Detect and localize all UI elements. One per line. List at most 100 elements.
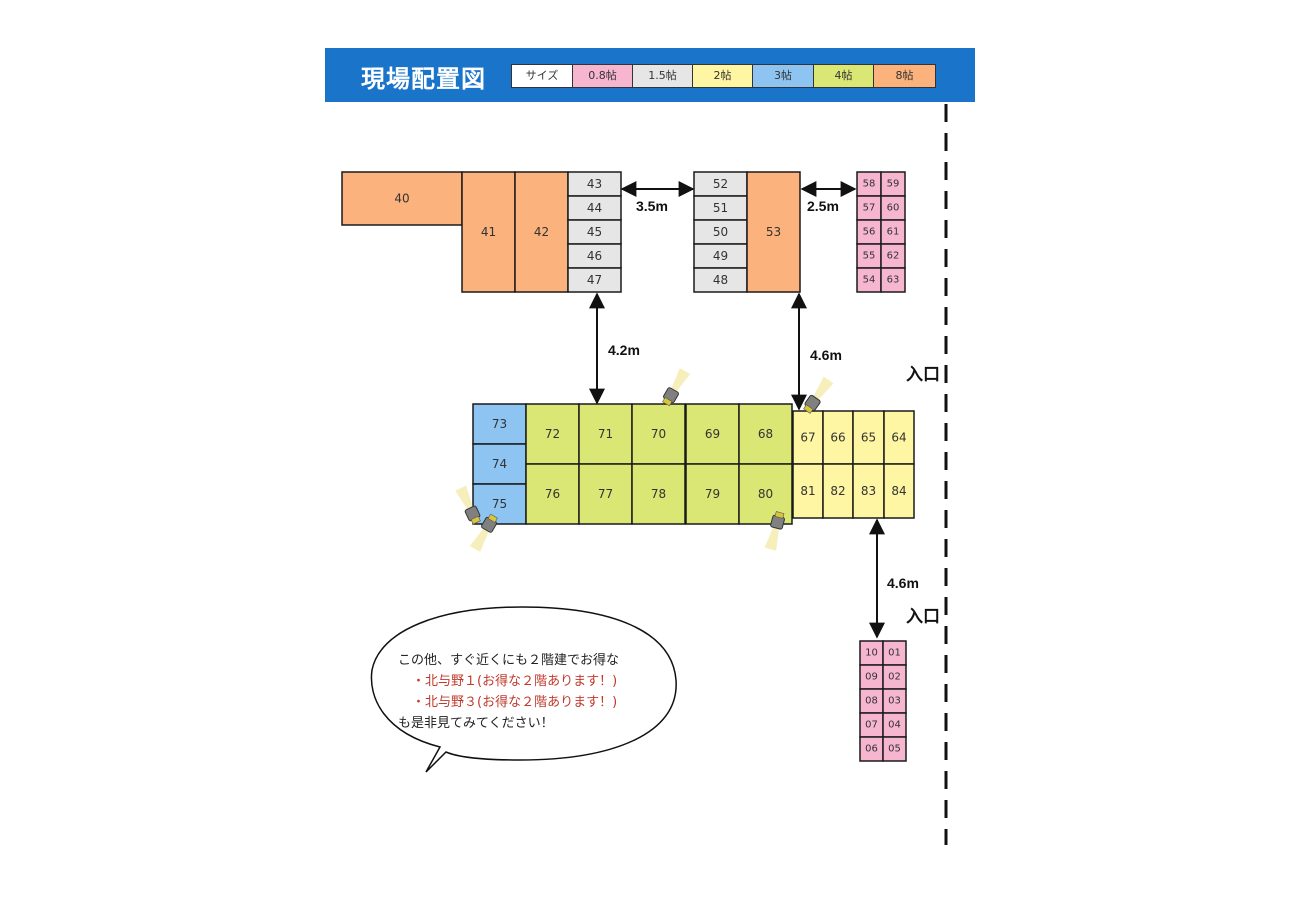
storage-unit-06[interactable]: 06: [859, 736, 884, 762]
note-line-3: ・北与野３(お得な２階あります！): [412, 695, 618, 710]
storage-unit-55[interactable]: 55: [856, 243, 882, 269]
storage-unit-62[interactable]: 62: [880, 243, 906, 269]
storage-unit-label: 44: [587, 201, 602, 215]
storage-unit-82[interactable]: 82: [822, 463, 854, 519]
storage-unit-label: 80: [758, 487, 773, 501]
storage-unit-54[interactable]: 54: [856, 267, 882, 293]
storage-unit-label: 53: [766, 225, 781, 239]
storage-unit-66[interactable]: 66: [822, 410, 854, 465]
storage-unit-03[interactable]: 03: [882, 688, 907, 714]
storage-unit-label: 61: [887, 227, 900, 238]
storage-unit-label: 79: [705, 487, 720, 501]
storage-unit-box: [472, 483, 527, 525]
storage-unit-81[interactable]: 81: [792, 463, 824, 519]
legend-8: 8帖: [874, 65, 935, 87]
storage-unit-label: 06: [865, 744, 878, 755]
storage-unit-59[interactable]: 59: [880, 171, 906, 197]
spotlight-icon: [660, 367, 691, 408]
storage-unit-label: 57: [863, 203, 876, 214]
spotlight-icon: [801, 376, 835, 416]
storage-unit-label: 65: [861, 431, 876, 445]
storage-unit-58[interactable]: 58: [856, 171, 882, 197]
entrance-label-upper: 入口: [906, 365, 940, 385]
storage-unit-52[interactable]: 52: [693, 171, 748, 197]
storage-unit-box: [792, 463, 824, 519]
storage-unit-42[interactable]: 42: [514, 171, 569, 293]
storage-unit-05[interactable]: 05: [882, 736, 907, 762]
storage-unit-label: 66: [830, 431, 845, 445]
storage-unit-75[interactable]: 75: [472, 483, 527, 525]
storage-unit-60[interactable]: 60: [880, 195, 906, 221]
storage-unit-68[interactable]: 68: [738, 403, 793, 465]
storage-unit-70[interactable]: 70: [631, 403, 686, 465]
storage-unit-67[interactable]: 67: [792, 410, 824, 465]
storage-unit-label: 72: [545, 427, 560, 441]
storage-unit-label: 49: [713, 249, 728, 263]
storage-unit-77[interactable]: 77: [578, 463, 633, 525]
dimension-label-4-6-upper: 4.6m: [810, 347, 842, 363]
storage-unit-box: [578, 463, 633, 525]
storage-unit-41[interactable]: 41: [461, 171, 516, 293]
storage-unit-56[interactable]: 56: [856, 219, 882, 245]
storage-unit-box: [685, 463, 740, 525]
page-title: 現場配置図: [361, 65, 486, 93]
storage-unit-48[interactable]: 48: [693, 267, 748, 293]
storage-unit-label: 03: [888, 696, 901, 707]
legend-2: 2帖: [693, 65, 753, 87]
storage-unit-label: 54: [863, 275, 876, 286]
storage-unit-65[interactable]: 65: [852, 410, 885, 465]
header-bar: 現場配置図 サイズ 0.8帖 1.5帖 2帖 3帖 4帖 8帖: [325, 48, 975, 102]
storage-unit-label: 67: [800, 431, 815, 445]
storage-unit-74[interactable]: 74: [472, 443, 527, 485]
storage-unit-label: 76: [545, 487, 560, 501]
storage-unit-label: 64: [891, 431, 906, 445]
storage-unit-45[interactable]: 45: [567, 219, 622, 245]
storage-unit-label: 59: [887, 179, 900, 190]
storage-unit-08[interactable]: 08: [859, 688, 884, 714]
storage-unit-76[interactable]: 76: [525, 463, 580, 525]
storage-unit-label: 75: [492, 497, 507, 511]
storage-unit-label: 60: [887, 203, 900, 214]
storage-unit-box: [882, 736, 907, 762]
storage-unit-10[interactable]: 10: [859, 640, 884, 666]
storage-unit-69[interactable]: 69: [685, 403, 740, 465]
entrance-label-lower: 入口: [906, 607, 940, 627]
storage-unit-44[interactable]: 44: [567, 195, 622, 221]
storage-unit-84[interactable]: 84: [883, 463, 915, 519]
storage-unit-43[interactable]: 43: [567, 171, 622, 197]
storage-unit-box: [880, 243, 906, 269]
storage-unit-label: 77: [598, 487, 613, 501]
storage-unit-label: 47: [587, 273, 602, 287]
storage-unit-72[interactable]: 72: [525, 403, 580, 465]
storage-unit-46[interactable]: 46: [567, 243, 622, 269]
storage-unit-04[interactable]: 04: [882, 712, 907, 738]
storage-unit-40[interactable]: 40: [341, 171, 463, 226]
storage-unit-83[interactable]: 83: [852, 463, 885, 519]
storage-unit-73[interactable]: 73: [472, 403, 527, 445]
storage-unit-07[interactable]: 07: [859, 712, 884, 738]
storage-unit-02[interactable]: 02: [882, 664, 907, 690]
storage-unit-box: [514, 171, 569, 293]
storage-unit-49[interactable]: 49: [693, 243, 748, 269]
storage-unit-79[interactable]: 79: [685, 463, 740, 525]
storage-unit-label: 09: [865, 672, 878, 683]
storage-unit-64[interactable]: 64: [883, 410, 915, 465]
storage-unit-09[interactable]: 09: [859, 664, 884, 690]
storage-unit-71[interactable]: 71: [578, 403, 633, 465]
storage-unit-label: 68: [758, 427, 773, 441]
storage-unit-53[interactable]: 53: [746, 171, 801, 293]
storage-unit-01[interactable]: 01: [882, 640, 907, 666]
storage-unit-label: 70: [651, 427, 666, 441]
storage-unit-51[interactable]: 51: [693, 195, 748, 221]
dimension-label-2-5: 2.5m: [807, 198, 839, 214]
storage-unit-box: [883, 410, 915, 465]
storage-unit-80[interactable]: 80: [738, 463, 793, 525]
storage-unit-57[interactable]: 57: [856, 195, 882, 221]
storage-unit-63[interactable]: 63: [880, 267, 906, 293]
speech-bubble: [370, 606, 677, 773]
storage-unit-47[interactable]: 47: [567, 267, 622, 293]
storage-unit-label: 02: [888, 672, 901, 683]
storage-unit-78[interactable]: 78: [631, 463, 686, 525]
storage-unit-61[interactable]: 61: [880, 219, 906, 245]
storage-unit-50[interactable]: 50: [693, 219, 748, 245]
